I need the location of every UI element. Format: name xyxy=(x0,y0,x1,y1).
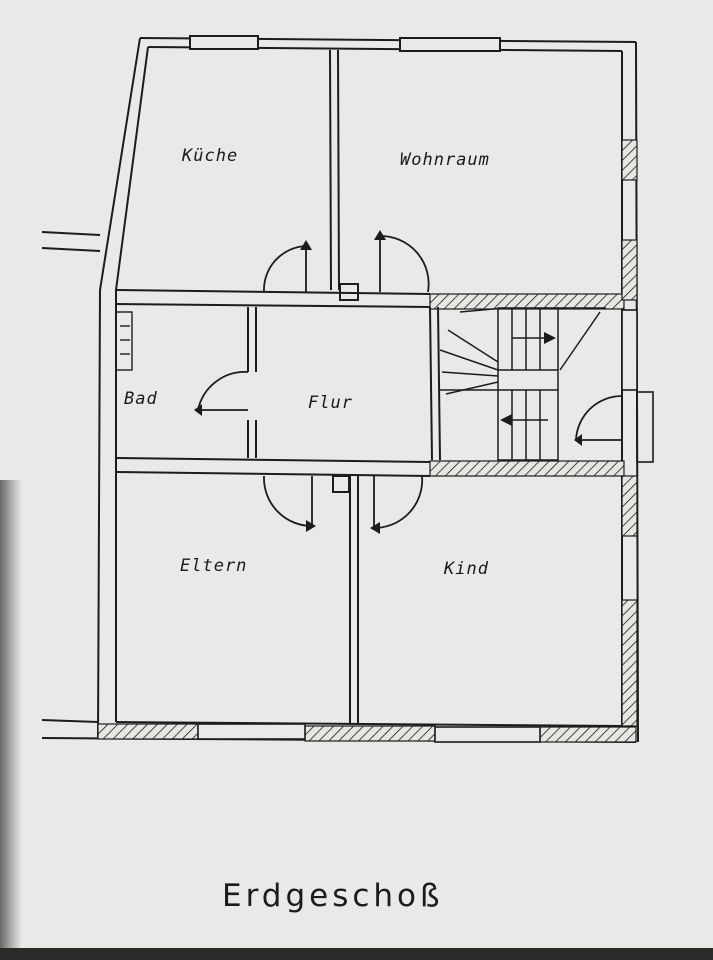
stair-arrows xyxy=(500,332,556,426)
room-label-kueche: Küche xyxy=(182,146,239,166)
bad-window xyxy=(115,311,133,371)
staircase xyxy=(439,307,606,461)
bottom-edge xyxy=(0,948,713,960)
door-swings xyxy=(197,235,623,529)
room-label-flur: Flur xyxy=(308,393,353,413)
room-label-kind: Kind xyxy=(444,559,489,579)
interior-walls xyxy=(115,49,441,724)
plan-title: Erdgeschoß xyxy=(222,878,444,914)
door-arrows xyxy=(194,230,582,534)
room-label-bad: Bad xyxy=(124,389,158,409)
room-label-eltern: Eltern xyxy=(180,556,248,576)
room-label-wohnraum: Wohnraum xyxy=(400,150,490,170)
entrance-step xyxy=(636,391,654,463)
hatched-walls xyxy=(97,139,638,743)
bottom-windows xyxy=(197,309,638,743)
